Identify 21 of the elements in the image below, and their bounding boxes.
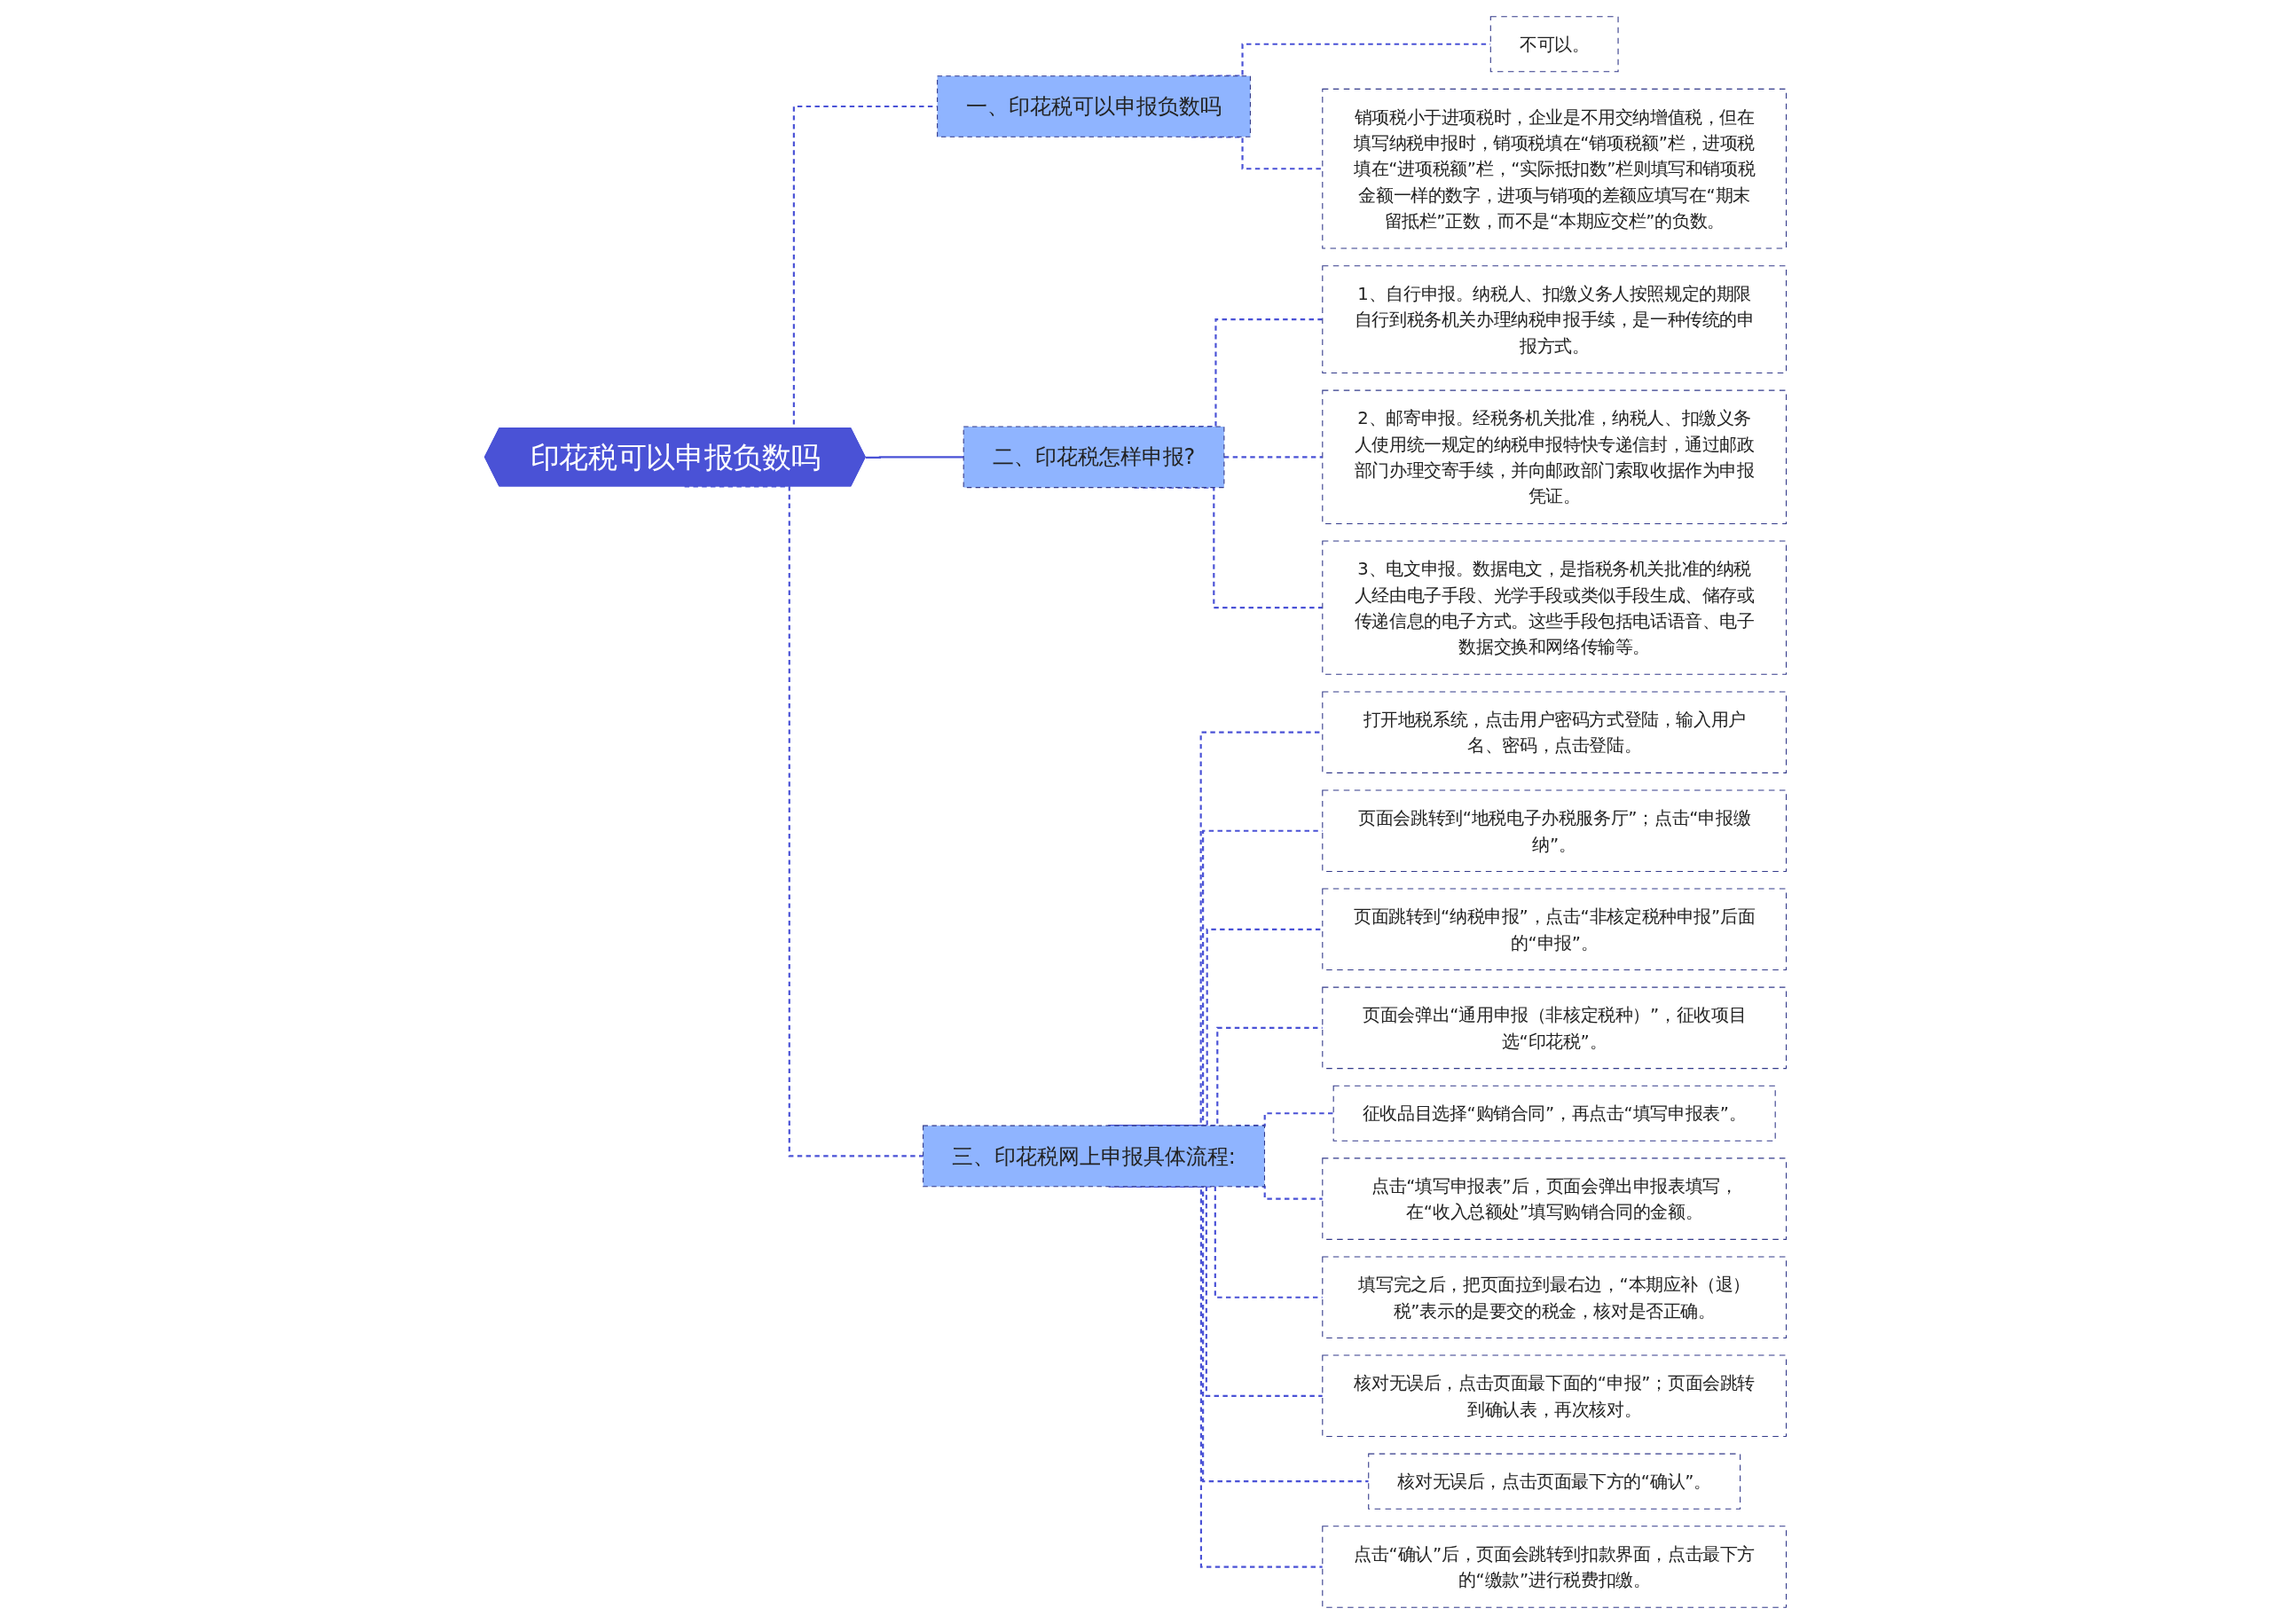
node-box: 2、邮寄申报。经税务机关批准，纳税人、扣缴义务人使用统一规定的纳税申报特快专递信封，通过邮政部门办理交寄手续，并向邮政部门索取收据作为申报凭证。 [1322, 389, 1788, 524]
node-box: 点击“填写申报表”后，页面会弹出申报表填写，在“收入总额处”填写购销合同的金额。 [1322, 1157, 1788, 1240]
node-box: 页面会弹出“通用申报（非核定税种）”，征收项目选“印花税”。 [1322, 986, 1788, 1070]
node-box: 二、印花税怎样申报? [963, 426, 1225, 489]
node-box: 不可以。 [1489, 16, 1619, 73]
connector [1223, 456, 1323, 459]
node-box: 点击“确认”后，页面会跳转到扣款界面，点击最下方的“缴款”进行税费扣缴。 [1322, 1526, 1788, 1608]
node-box: 征收品目选择“购销合同”，再点击“填写申报表”。 [1332, 1085, 1776, 1142]
node-box: 三、印花税网上申报具体流程: [923, 1125, 1265, 1188]
connector [865, 456, 964, 459]
node-box: 1、自行申报。纳税人、扣缴义务人按照规定的期限自行到税务机关办理纳税申报手续，是一种传统的申报方式。 [1322, 265, 1788, 374]
node-box: 核对无误后，点击页面最下面的“申报”；页面会跳转到确认表，再次核对。 [1322, 1354, 1788, 1438]
connector [684, 485, 923, 1157]
node-box: 页面会跳转到“地税电子办税服务厅”；点击“申报缴纳”。 [1322, 789, 1788, 872]
node-box: 一、印花税可以申报负数吗 [937, 75, 1251, 137]
node-box: 核对无误后，点击页面最下方的“确认”。 [1368, 1453, 1741, 1510]
node-box: 打开地税系统，点击用户密码方式登陆，输入用户名、密码，点击登陆。 [1322, 691, 1788, 773]
node-box: 页面跳转到“纳税申报”，点击“非核定税种申报”后面的“申报”。 [1322, 888, 1788, 971]
node-box: 3、电文申报。数据电文，是指税务机关批准的纳税人经由电子手段、光学手段或类似手段生成、储存或传递信息的电子方式。这些手段包括电话语音、电子数据交换和网络传输等。 [1322, 540, 1788, 675]
node-box: 销项税小于进项税时，企业是不用交纳增值税，但在填写纳税申报时，销项税填在“销项税额”栏，进项税填在“进项税额”栏，“实际抵扣数”栏则填写和销项税金额一样的数字，进项与销项的差额应填写在“期末留抵栏”正数，而不是“本期应交栏”的负数。 [1322, 88, 1788, 249]
node-box: 填写完之后，把页面拉到最右边，“本期应补（退）税”表示的是要交的税金，核对是否正确。 [1322, 1256, 1788, 1338]
